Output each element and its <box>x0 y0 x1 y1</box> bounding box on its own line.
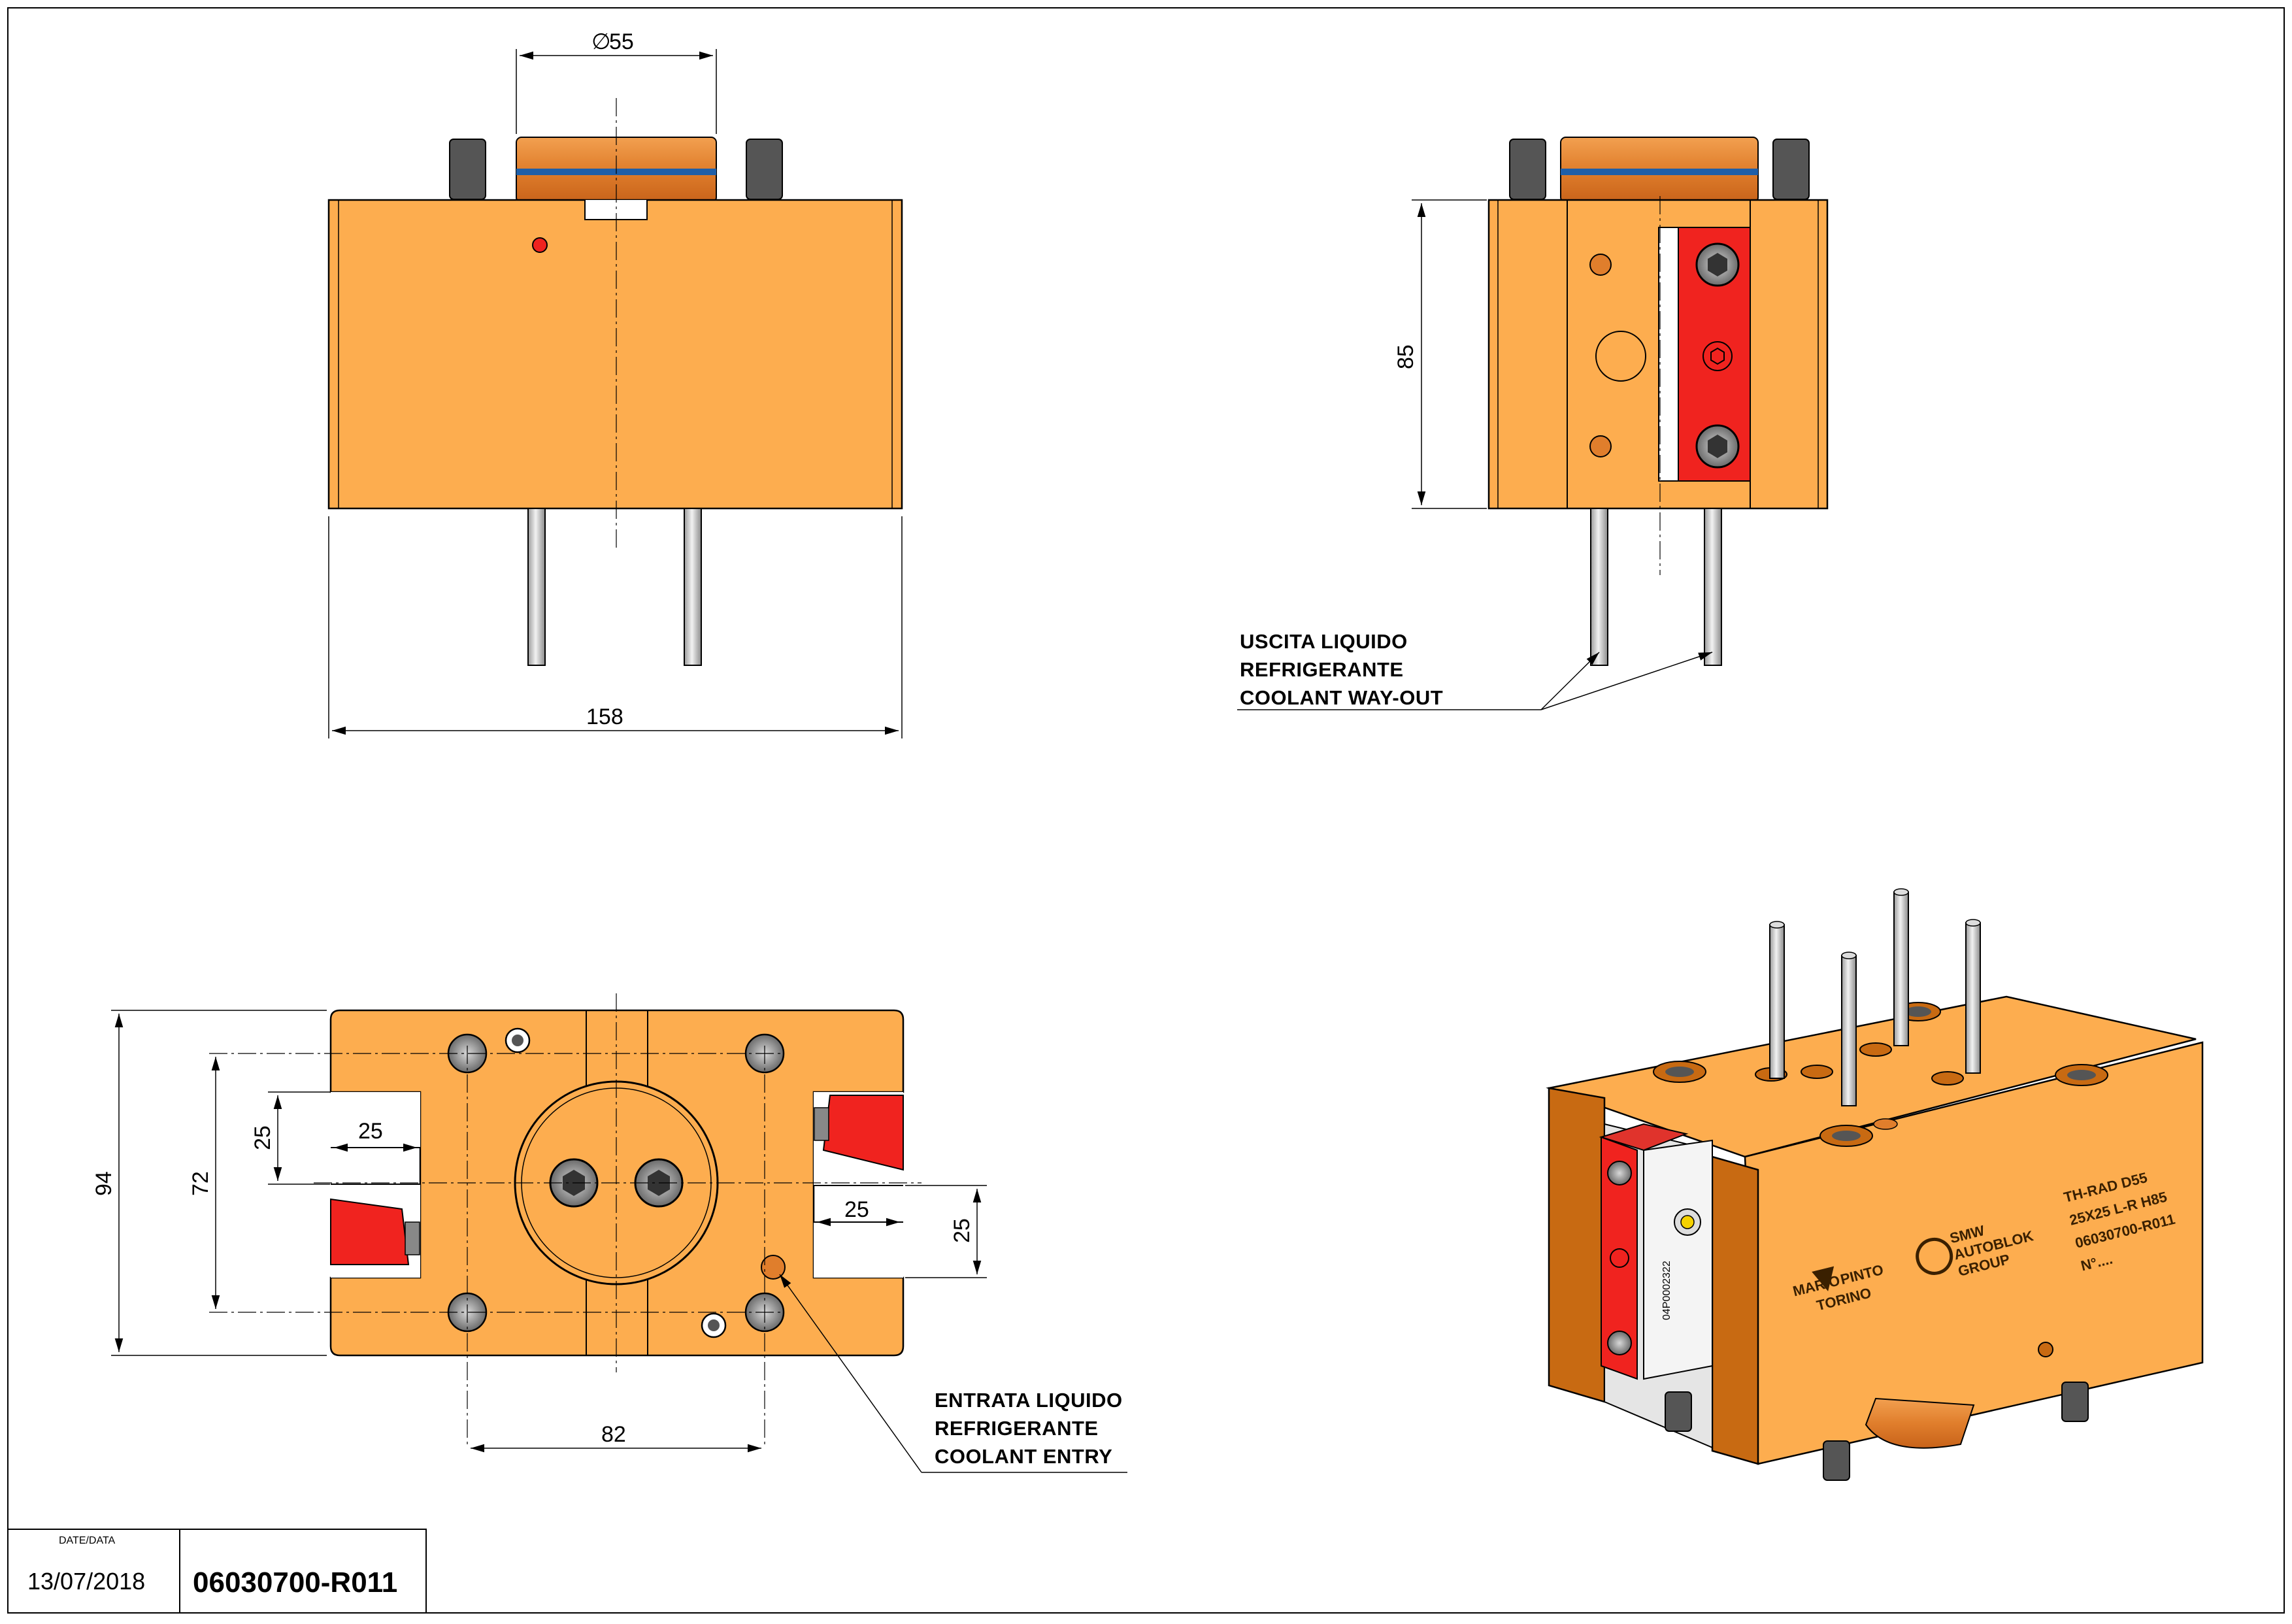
iso-pin-3 <box>1893 891 1909 1046</box>
smw-logo-icon <box>1916 1237 1953 1275</box>
inlet-note-line1: ENTRATA LIQUIDO <box>935 1389 1123 1412</box>
iso-insert <box>1643 1139 1713 1380</box>
drawing-code: 06030700-R011 <box>193 1566 397 1599</box>
side-pin-right <box>1704 508 1722 666</box>
front-pin-right <box>684 508 702 666</box>
side-hole-large <box>1595 331 1646 382</box>
date-label: DATE/DATA <box>59 1535 116 1546</box>
iso-pin-4 <box>1965 922 1981 1074</box>
dim-hole-horizontal: 82 <box>601 1422 626 1447</box>
side-pin-left <box>1590 508 1608 666</box>
outlet-note-line1: USCITA LIQUIDO <box>1240 630 1408 653</box>
side-screw-left <box>1509 139 1546 200</box>
side-view: 85 USCITA LIQUIDO REFRIGERANTE COOLANT W… <box>1237 137 1829 710</box>
dim-hole-vertical: 72 <box>188 1171 213 1196</box>
dim-slot-width-left: 25 <box>358 1119 383 1144</box>
iso-front-side <box>1711 1155 1759 1465</box>
front-screw-right <box>746 139 783 200</box>
front-pin-left <box>527 508 546 666</box>
iso-pin-2 <box>1841 955 1857 1106</box>
diameter-symbol: ∅ <box>591 29 611 54</box>
side-insert-slot <box>1658 227 1679 482</box>
top-clamp-right <box>822 1095 904 1171</box>
side-screw-right <box>1772 139 1810 200</box>
outlet-note-line2: REFRIGERANTE <box>1240 658 1404 681</box>
dim-height: 85 <box>1393 344 1418 369</box>
iso-pin-1 <box>1769 924 1785 1079</box>
insert-code: 04P0002322 <box>1661 1261 1672 1320</box>
top-view: 94 72 25 25 25 25 82 ENTRATA LIQUIDO REF… <box>91 993 1127 1473</box>
top-clamp-left <box>330 1198 410 1265</box>
front-screw-left <box>449 139 486 200</box>
inlet-note-line3: COOLANT ENTRY <box>935 1445 1112 1468</box>
front-coolant-hole <box>532 237 548 253</box>
dim-diameter: 55 <box>609 29 634 54</box>
iso-cylinder <box>1865 1397 1975 1449</box>
dim-slot-height-right: 25 <box>950 1218 974 1243</box>
side-hole-lower <box>1589 435 1612 457</box>
sheet-border <box>7 7 2285 1614</box>
dim-overall-height: 94 <box>91 1171 116 1196</box>
dim-slot-width-right: 25 <box>844 1197 869 1222</box>
side-oring <box>1561 169 1758 175</box>
side-hole-upper <box>1589 254 1612 276</box>
front-body <box>327 199 903 510</box>
inlet-note-line2: REFRIGERANTE <box>935 1417 1099 1440</box>
title-block: DATE/DATA 13/07/2018 06030700-R011 <box>7 1529 427 1614</box>
iso-red-clamp <box>1601 1136 1638 1380</box>
iso-left-face <box>1548 1087 1606 1403</box>
front-view: ∅ 55 158 <box>327 29 903 738</box>
side-clamp-bolt-mid <box>1702 341 1733 371</box>
dim-width: 158 <box>586 704 623 729</box>
top-coolant-entry <box>761 1255 786 1280</box>
outlet-note-line3: COOLANT WAY-OUT <box>1240 686 1443 709</box>
isometric-view: 04P0002322 TH-RAD D55 25X25 L-R H85 <box>1546 888 2204 1481</box>
mario-pinto-logo-icon <box>1812 1266 1835 1291</box>
drawing-date: 13/07/2018 <box>27 1568 145 1595</box>
dim-slot-height-left: 25 <box>250 1125 275 1150</box>
